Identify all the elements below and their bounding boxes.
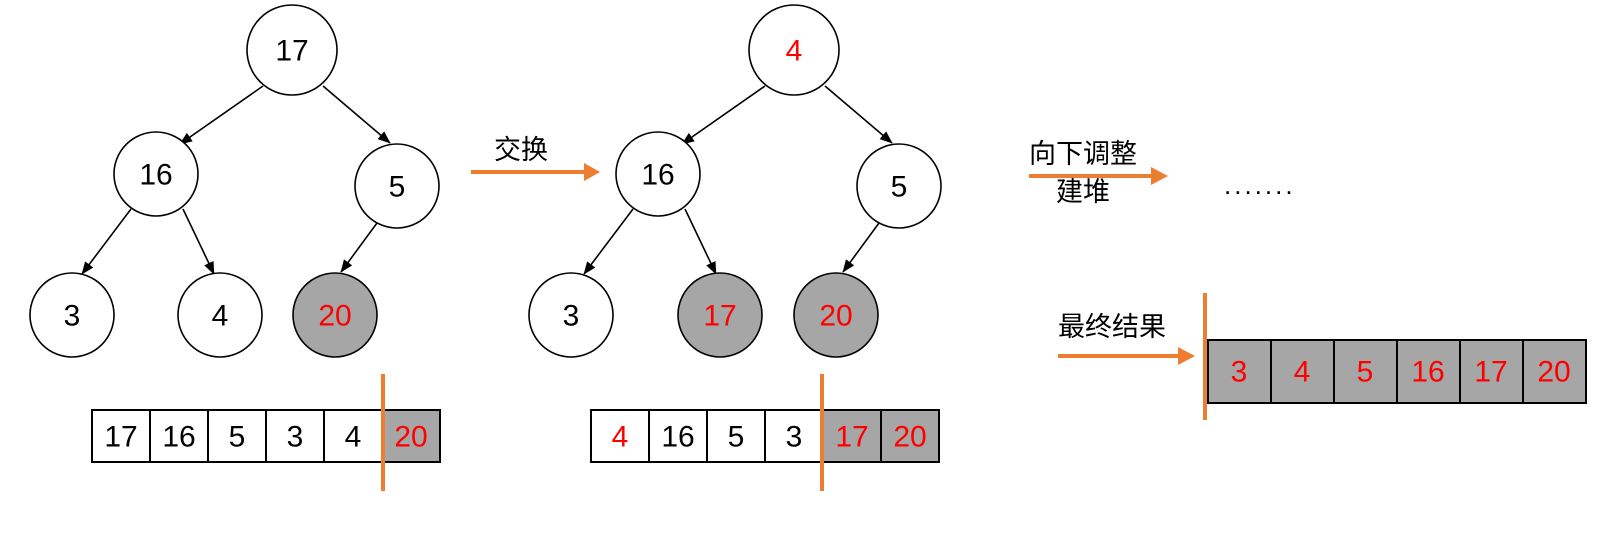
tree-node-s1-rl: [292, 272, 378, 358]
tree-node-s2-lr: [677, 272, 763, 358]
sift-down-label-line2: 建堆: [1056, 177, 1110, 208]
array-cell-value: 20: [893, 421, 926, 454]
tree-node-label-s1-right: 5: [389, 171, 406, 204]
edge-left-lr: [182, 208, 215, 275]
array-cell-value: 20: [1537, 356, 1570, 389]
array-cell: [381, 409, 441, 463]
tree-node-label-s2-root: 4: [786, 35, 803, 68]
swap-arrow-head: [584, 163, 600, 181]
array-cell-value: 16: [661, 421, 694, 454]
array-cell: [91, 409, 151, 463]
tree-node-label-s2-rl: 20: [819, 300, 852, 333]
edge-root-right: [824, 85, 893, 144]
tree-node-label-s1-root: 17: [275, 35, 308, 68]
swap-label: 交换: [494, 135, 548, 166]
tree-node-label-s1-left: 16: [139, 159, 172, 192]
array-cell-value: 17: [835, 421, 868, 454]
edge-root-left: [681, 85, 766, 145]
array-cell: [880, 409, 940, 463]
final-result-arrow-head: [1178, 347, 1195, 365]
array-cell: [1270, 339, 1335, 404]
final-result-label: 最终结果: [1058, 312, 1166, 343]
array-cell: [1396, 339, 1461, 404]
tree-node-label-s1-rl: 20: [318, 300, 351, 333]
array-cell-value: 17: [1474, 356, 1507, 389]
array-cell-value: 5: [1357, 356, 1374, 389]
array-cell: [1459, 339, 1524, 404]
tree-node-label-s1-ll: 3: [64, 300, 81, 333]
array-cell: [648, 409, 708, 463]
tree-node-s1-ll: [29, 272, 115, 358]
tree-node-label-s2-lr: 17: [703, 300, 736, 333]
array-cell: [1207, 339, 1272, 404]
array-cell: [1333, 339, 1398, 404]
array-cell-value: 16: [162, 421, 195, 454]
edge-left-ll: [583, 208, 634, 275]
array-cell-value: 4: [345, 421, 362, 454]
array-cell-value: 5: [229, 421, 246, 454]
edge-right-rl: [340, 222, 378, 273]
array-cell-value: 4: [612, 421, 629, 454]
edge-left-ll: [81, 208, 132, 275]
array-cell-value: 4: [1294, 356, 1311, 389]
array-cell-value: 3: [786, 421, 803, 454]
array-cell-value: 17: [104, 421, 137, 454]
array-cell: [1522, 339, 1587, 404]
tree-node-s1-root: [246, 4, 338, 96]
tree-node-s2-right: [856, 143, 942, 229]
edge-root-left: [179, 85, 264, 145]
tree-node-label-s2-left: 16: [641, 159, 674, 192]
sift-down-arrow-head: [1151, 167, 1168, 185]
array-cell-value: 20: [394, 421, 427, 454]
array-cell: [764, 409, 824, 463]
tree-node-s2-root: [748, 4, 840, 96]
tree-node-label-s2-right: 5: [891, 171, 908, 204]
tree-node-label-s2-ll: 3: [563, 300, 580, 333]
array-cell-value: 3: [287, 421, 304, 454]
array-cell: [323, 409, 383, 463]
array-cell-value: 3: [1231, 356, 1248, 389]
tree-node-s2-rl: [793, 272, 879, 358]
edge-root-right: [322, 85, 391, 144]
tree-node-s2-left: [615, 131, 701, 217]
array-cell-value: 5: [728, 421, 745, 454]
tree-node-s2-ll: [528, 272, 614, 358]
continuation-ellipsis: .......: [1224, 170, 1296, 200]
sift-down-label-line1: 向下调整: [1029, 139, 1137, 170]
array-cell: [207, 409, 267, 463]
tree-node-s1-left: [113, 131, 199, 217]
array-cell: [706, 409, 766, 463]
tree-node-s1-lr: [177, 272, 263, 358]
tree-node-s1-right: [354, 143, 440, 229]
array-cell-value: 16: [1411, 356, 1444, 389]
edge-right-rl: [842, 222, 880, 273]
tree-node-label-s1-lr: 4: [212, 300, 229, 333]
edge-left-lr: [684, 208, 717, 275]
